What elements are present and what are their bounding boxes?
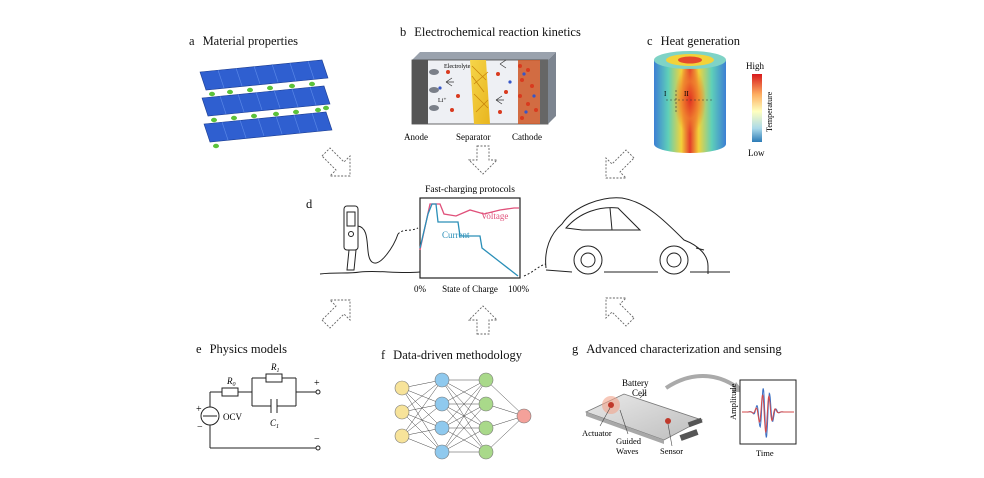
r0-label: R0 xyxy=(226,376,236,388)
panel-c-letter: c xyxy=(647,34,653,48)
separator-label: Separator xyxy=(456,132,490,142)
low-label: Low xyxy=(748,148,765,158)
nn-edge xyxy=(441,427,487,453)
electrolyte-label: Electrolyte xyxy=(444,64,471,70)
nn-edge xyxy=(401,403,443,437)
x-axis-end: 100% xyxy=(508,284,530,294)
panel-b-text: Electrochemical reaction kinetics xyxy=(414,25,581,39)
arrow-e-icon xyxy=(321,299,351,329)
arrow-g-icon xyxy=(605,297,635,327)
high-label: High xyxy=(746,61,765,71)
actuator-label: Actuator xyxy=(582,428,612,438)
cell-label: Cell xyxy=(632,388,647,398)
nn-node xyxy=(478,420,494,436)
c1-label: C1 xyxy=(270,418,279,430)
x-axis-label: State of Charge xyxy=(442,284,498,294)
panel-a-letter: a xyxy=(189,34,195,48)
temperature-label: Temperature xyxy=(765,91,774,132)
panel-e-text: Physics models xyxy=(209,342,287,356)
time-label: Time xyxy=(756,448,774,458)
nn-node xyxy=(434,444,450,460)
nn-edge xyxy=(401,379,443,413)
temperature-colorbar xyxy=(752,74,762,142)
charging-station-icon xyxy=(319,205,421,275)
anode-label: Anode xyxy=(404,132,428,142)
layered-crystal-illustration xyxy=(199,59,333,149)
arrow-b-icon xyxy=(467,145,499,175)
arrow-c-icon xyxy=(605,149,635,179)
panel-b-letter: b xyxy=(400,25,407,39)
nn-node xyxy=(516,408,532,424)
equivalent-circuit-diagram: R0 R1 C1 OCV + − + − xyxy=(196,362,321,451)
panel-d-letter: d xyxy=(306,197,313,211)
r1-label: R1 xyxy=(270,362,280,374)
x-axis-start: 0% xyxy=(414,284,427,294)
electric-car-icon xyxy=(523,197,730,277)
ocv-label: OCV xyxy=(223,412,243,422)
panel-a-title: a Material properties xyxy=(189,34,298,49)
chart-title: Fast-charging protocols xyxy=(425,185,515,195)
source-minus: − xyxy=(197,422,203,433)
nn-edge xyxy=(441,403,487,453)
nn-node xyxy=(478,444,494,460)
terminal-minus: − xyxy=(314,434,320,445)
panel-g-text: Advanced characterization and sensing xyxy=(586,342,782,356)
voltage-label: Voltage xyxy=(481,211,508,221)
current-curve xyxy=(419,203,519,277)
nn-node xyxy=(394,380,410,396)
panel-a-text: Material properties xyxy=(202,34,299,48)
panel-g-letter: g xyxy=(572,342,579,356)
wave-signal-red xyxy=(742,394,794,434)
waves-label: Waves xyxy=(616,446,638,456)
nn-node xyxy=(394,404,410,420)
panel-f-title: f Data-driven methodology xyxy=(381,348,522,363)
guided-wave-sensing-illustration: Battery Cell Actuator Guided Waves Senso… xyxy=(582,374,797,458)
panel-f-text: Data-driven methodology xyxy=(393,348,522,362)
panel-c-text: Heat generation xyxy=(660,34,741,48)
region-2-label: II xyxy=(684,90,689,98)
nn-edge xyxy=(441,379,487,429)
cathode-label: Cathode xyxy=(512,132,542,142)
panel-b-title: b Electrochemical reaction kinetics xyxy=(400,25,581,40)
neural-network-diagram xyxy=(394,372,532,460)
current-label: Current xyxy=(442,230,470,240)
sensor-label: Sensor xyxy=(660,446,683,456)
arrow-f-icon xyxy=(467,305,499,335)
source-plus: + xyxy=(196,404,202,415)
nn-edge xyxy=(485,415,525,453)
li-ion-label: Li⁺ xyxy=(438,98,447,104)
terminal-plus: + xyxy=(314,378,320,389)
panel-e-title: e Physics models xyxy=(196,342,287,357)
guided-label: Guided xyxy=(616,436,642,446)
nn-node xyxy=(434,372,450,388)
nn-edge xyxy=(485,379,525,417)
nn-node xyxy=(478,372,494,388)
electrochemical-cell-illustration: Electrolyte Li⁺ Anode Separator Cathode xyxy=(404,52,556,142)
nn-node xyxy=(434,420,450,436)
amplitude-label: Amplitude xyxy=(728,383,738,420)
heat-cylinder-illustration: I II High Low Temperature xyxy=(654,51,774,158)
nn-node xyxy=(394,428,410,444)
panel-g-title: g Advanced characterization and sensing xyxy=(572,342,782,357)
battery-label: Battery xyxy=(622,378,649,388)
fast-charging-chart: Fast-charging protocols Voltage Current … xyxy=(414,185,530,294)
nn-edge xyxy=(441,379,487,453)
arrow-a-icon xyxy=(321,147,351,177)
panel-c-title: c Heat generation xyxy=(647,34,740,49)
nn-node xyxy=(478,396,494,412)
region-1-label: I xyxy=(664,90,667,98)
nn-edge xyxy=(441,379,487,405)
nn-edge xyxy=(401,379,443,437)
nn-node xyxy=(434,396,450,412)
panel-e-letter: e xyxy=(196,342,202,356)
panel-f-letter: f xyxy=(381,348,386,362)
